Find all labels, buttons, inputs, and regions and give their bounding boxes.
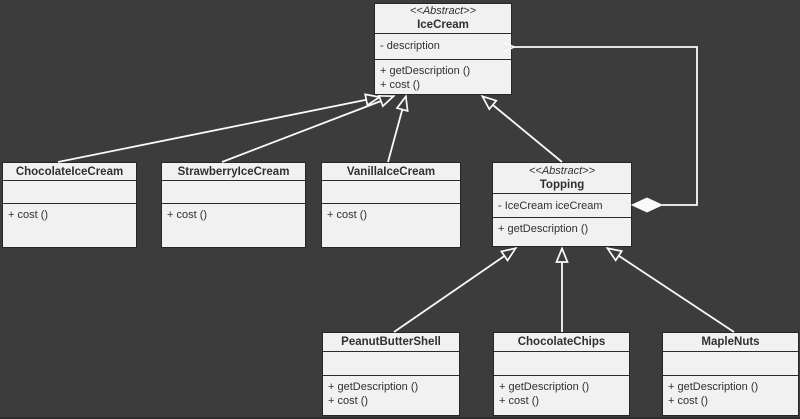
method-item: + cost () — [380, 79, 421, 91]
class-name: IceCream — [417, 19, 469, 31]
generalization-topping-icecream[interactable] — [480, 94, 563, 163]
method-item: + cost () — [499, 395, 540, 407]
canvas-bottom-edge — [0, 417, 800, 419]
attribute-item: - description — [380, 40, 440, 52]
generalization-maplenuts-topping[interactable] — [605, 247, 735, 333]
class-attributes — [322, 181, 460, 204]
method-item: + cost () — [327, 209, 368, 221]
class-box-strawberry-icecream[interactable]: StrawberryIceCream + cost () — [161, 162, 306, 248]
class-header: VanillaIceCream — [322, 163, 460, 181]
class-box-chocolate-icecream[interactable]: ChocolateIceCream + cost () — [2, 162, 137, 248]
class-header: StrawberryIceCream — [162, 163, 305, 181]
class-attributes: - IceCream iceCream — [493, 194, 631, 218]
class-name: StrawberryIceCream — [177, 165, 290, 178]
class-header: ChocolateChips — [494, 333, 629, 352]
class-attributes — [323, 352, 459, 376]
method-item: + cost () — [668, 395, 709, 407]
generalization-chocolateicecream-icecream[interactable] — [57, 93, 382, 163]
class-methods: + cost () — [162, 204, 305, 247]
class-attributes — [3, 181, 136, 204]
class-name: ChocolateChips — [517, 336, 606, 348]
method-item: + getDescription () — [380, 65, 471, 77]
class-methods: + getDescription () + cost () — [494, 376, 629, 415]
class-header: PeanutButterShell — [323, 333, 459, 352]
class-attributes: - description — [375, 34, 511, 60]
class-attributes — [162, 181, 305, 204]
class-header: <<Abstract>> Topping — [493, 163, 631, 194]
method-item: + getDescription () — [668, 381, 759, 393]
class-box-chocolate-chips[interactable]: ChocolateChips + getDescription () + cos… — [493, 332, 630, 416]
class-attributes — [663, 352, 798, 376]
class-methods: + getDescription () + cost () — [375, 60, 511, 94]
class-attributes — [494, 352, 629, 376]
generalization-peanutbuttershell-topping[interactable] — [393, 247, 518, 333]
method-item: + cost () — [328, 395, 369, 407]
class-methods: + cost () — [322, 204, 460, 247]
class-box-icecream[interactable]: <<Abstract>> IceCream - description + ge… — [374, 3, 512, 95]
class-name: MapleNuts — [701, 336, 760, 348]
class-header: MapleNuts — [663, 333, 798, 352]
method-item: + getDescription () — [328, 381, 419, 393]
class-box-maple-nuts[interactable]: MapleNuts + getDescription () + cost () — [662, 332, 799, 416]
aggregation-diamond — [630, 197, 664, 213]
method-item: + getDescription () — [499, 381, 590, 393]
class-methods: + getDescription () + cost () — [663, 376, 798, 415]
generalization-strawberryicecream-icecream[interactable] — [221, 95, 396, 163]
class-header: ChocolateIceCream — [3, 163, 136, 181]
class-name: Topping — [539, 178, 585, 191]
attribute-item: - IceCream iceCream — [498, 200, 603, 212]
class-methods: + getDescription () — [493, 218, 631, 246]
method-item: + getDescription () — [498, 223, 589, 235]
method-item: + cost () — [167, 209, 208, 221]
generalization-vanillaicecream-icecream[interactable] — [387, 94, 409, 163]
class-name: PeanutButterShell — [341, 336, 441, 348]
class-header: <<Abstract>> IceCream — [375, 4, 511, 34]
class-stereotype: <<Abstract>> — [409, 5, 477, 17]
class-name: ChocolateIceCream — [15, 165, 124, 178]
class-box-topping[interactable]: <<Abstract>> Topping - IceCream iceCream… — [492, 162, 632, 247]
class-stereotype: <<Abstract>> — [528, 164, 596, 177]
class-methods: + cost () — [3, 204, 136, 247]
class-box-peanut-butter-shell[interactable]: PeanutButterShell + getDescription () + … — [322, 332, 460, 416]
class-name: VanillaIceCream — [346, 165, 436, 178]
class-box-vanilla-icecream[interactable]: VanillaIceCream + cost () — [321, 162, 461, 248]
class-methods: + getDescription () + cost () — [323, 376, 459, 415]
method-item: + cost () — [8, 209, 49, 221]
